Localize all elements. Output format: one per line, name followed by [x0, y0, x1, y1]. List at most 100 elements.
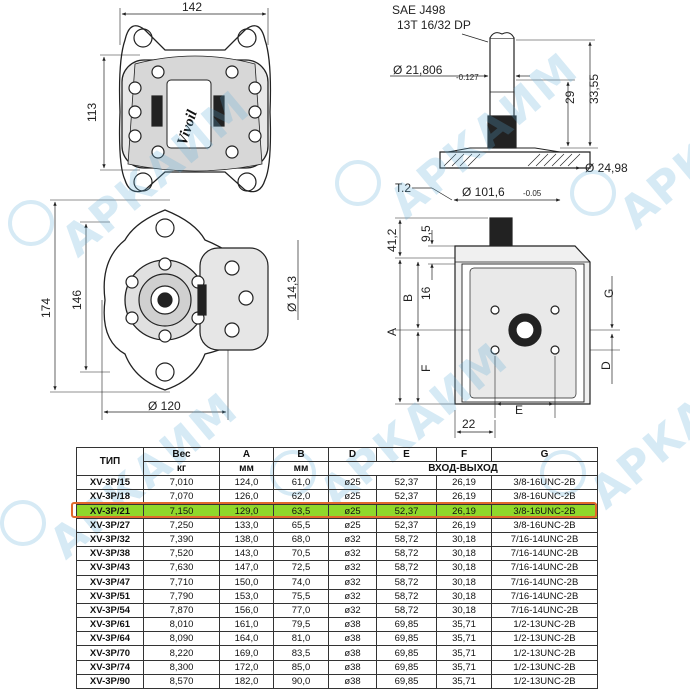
table-cell-e: 58,72: [376, 531, 437, 548]
header-d: D: [328, 446, 377, 463]
table-cell-w: 7,870: [143, 602, 220, 619]
header-port: ВХОД-ВЫХОД: [328, 461, 598, 477]
table-cell-e: 69,85: [376, 645, 437, 661]
table-cell-g: 1/2-13UNC-2B: [491, 617, 598, 633]
table-cell-w: 7,390: [143, 531, 220, 548]
table-cell-g: 7/16-14UNC-2B: [491, 531, 598, 548]
table-cell-g: 3/8-16UNC-2B: [491, 517, 598, 533]
table-cell-f: 30,18: [436, 574, 492, 590]
table-cell-g: 7/16-14UNC-2B: [491, 574, 598, 590]
table-cell-g: 7/16-14UNC-2B: [491, 602, 598, 619]
dim-120: Ø 120: [148, 399, 181, 413]
table-cell-g: 7/16-14UNC-2B: [491, 546, 598, 562]
table-cell-g: 3/8-16UNC-2B: [491, 503, 598, 519]
table-cell-a: 124,0: [219, 475, 274, 491]
table-cell-a: 147,0: [219, 560, 274, 576]
table-cell-a: 138,0: [219, 531, 274, 548]
table-cell-d: ø32: [328, 574, 377, 590]
header-f: F: [436, 446, 492, 463]
table-cell-b: 72,5: [273, 560, 329, 576]
table-cell-a: 133,0: [219, 517, 274, 533]
label-D: D: [599, 361, 613, 370]
table-cell-b: 81,0: [273, 631, 329, 647]
table-cell-d: ø32: [328, 531, 377, 548]
table-cell-f: 26,19: [436, 475, 492, 491]
header-b-unit: мм: [273, 461, 329, 477]
dim-9-5: 9,5: [419, 225, 433, 242]
table-cell-d: ø32: [328, 588, 377, 604]
table-cell-a: 150,0: [219, 574, 274, 590]
header-g: G: [491, 446, 598, 463]
dim-33-55: 33,55: [587, 74, 601, 104]
table-cell-type: XV-3P/74: [76, 659, 144, 675]
table-cell-f: 35,71: [436, 617, 492, 633]
table-cell-f: 30,18: [436, 602, 492, 619]
table-cell-d: ø38: [328, 631, 377, 647]
dim-113: 113: [85, 103, 99, 122]
label-G: G: [602, 289, 616, 298]
header-e: E: [376, 446, 437, 463]
label-t2: T.2: [395, 181, 411, 195]
dim-41-2: 41,2: [385, 228, 399, 252]
header-weight-unit: кг: [143, 461, 220, 477]
table-cell-g: 1/2-13UNC-2B: [491, 659, 598, 675]
spec-table: ТИП Вес A B D E F G кг мм мм ВХОД-ВЫХОД …: [76, 446, 598, 690]
table-cell-d: ø38: [328, 673, 377, 690]
dim-hole: Ø 14,3: [285, 276, 299, 312]
shaft-dia-tol: -0.127: [456, 73, 479, 82]
table-cell-a: 161,0: [219, 617, 274, 633]
header-b: B: [273, 446, 329, 463]
table-cell-f: 26,19: [436, 517, 492, 533]
watermark-logo-icon: [0, 490, 56, 556]
table-cell-b: 79,5: [273, 617, 329, 633]
table-cell-a: 169,0: [219, 645, 274, 661]
table-cell-g: 7/16-14UNC-2B: [491, 560, 598, 576]
table-cell-type: XV-3P/64: [76, 631, 144, 647]
table-cell-b: 68,0: [273, 531, 329, 548]
dim-22: 22: [462, 417, 476, 431]
table-cell-type: XV-3P/27: [76, 517, 144, 533]
dim-24-98: Ø 24,98: [585, 161, 628, 175]
table-cell-f: 35,71: [436, 673, 492, 690]
table-cell-w: 7,790: [143, 588, 220, 604]
table-cell-type: XV-3P/51: [76, 588, 144, 604]
table-cell-b: 63,5: [273, 503, 329, 519]
table-cell-e: 69,85: [376, 673, 437, 690]
dim-174: 174: [39, 298, 53, 318]
table-cell-b: 74,0: [273, 574, 329, 590]
front-view: [50, 199, 299, 420]
table-cell-d: ø32: [328, 602, 377, 619]
header-type: ТИП: [76, 446, 144, 477]
label-F: F: [419, 365, 433, 372]
side-view: [395, 187, 620, 438]
shaft-detail: [390, 32, 598, 170]
table-cell-d: ø25: [328, 503, 377, 519]
table-cell-e: 58,72: [376, 574, 437, 590]
table-cell-d: ø38: [328, 645, 377, 661]
header-weight: Вес: [143, 446, 220, 463]
table-cell-w: 8,220: [143, 645, 220, 661]
table-cell-f: 35,71: [436, 645, 492, 661]
table-cell-b: 85,0: [273, 659, 329, 675]
table-cell-e: 69,85: [376, 631, 437, 647]
table-cell-w: 7,710: [143, 574, 220, 590]
table-cell-type: XV-3P/43: [76, 560, 144, 576]
table-cell-type: XV-3P/61: [76, 617, 144, 633]
table-cell-type: XV-3P/15: [76, 475, 144, 491]
table-cell-a: 172,0: [219, 659, 274, 675]
table-cell-f: 30,18: [436, 560, 492, 576]
table-cell-d: ø38: [328, 659, 377, 675]
table-cell-type: XV-3P/47: [76, 574, 144, 590]
table-cell-g: 7/16-14UNC-2B: [491, 588, 598, 604]
table-cell-b: 70,5: [273, 546, 329, 562]
table-cell-g: 1/2-13UNC-2B: [491, 645, 598, 661]
dim-29: 29: [563, 90, 577, 104]
table-cell-e: 69,85: [376, 659, 437, 675]
